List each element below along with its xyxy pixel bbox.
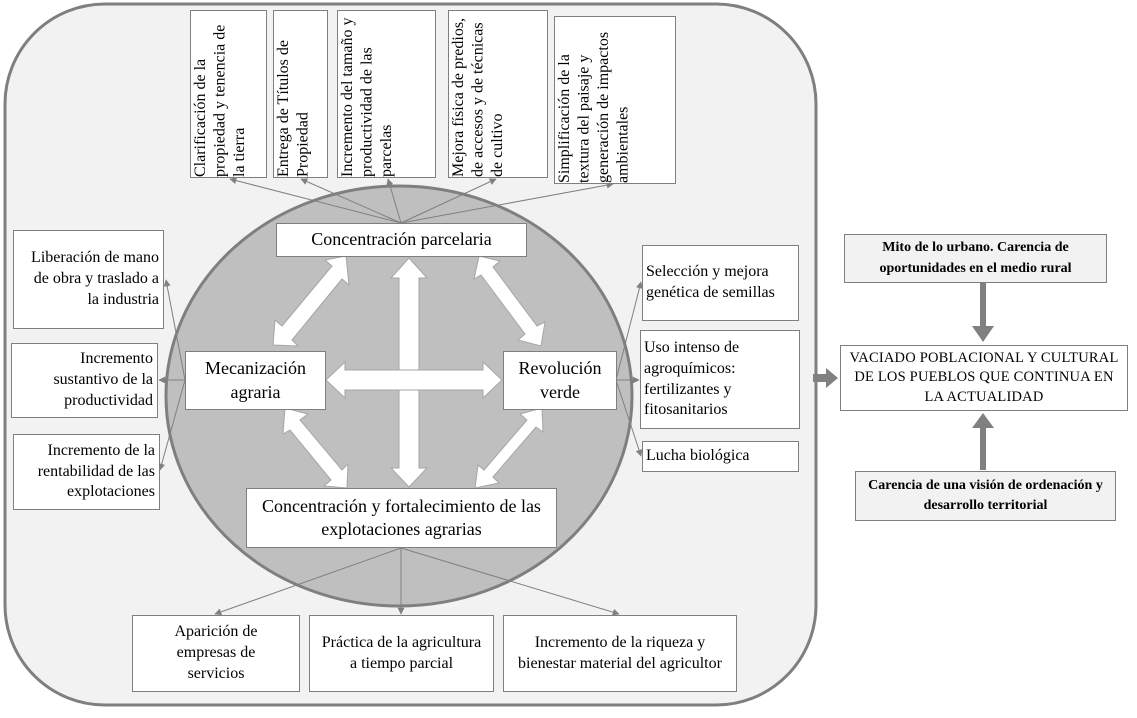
connector-line: [386, 178, 402, 224]
effect-label: Práctica de la agricultura a tiempo parc…: [321, 633, 482, 672]
effect-label: Simplificación de la textura del paisaje…: [556, 31, 632, 183]
connector-line: [300, 178, 402, 224]
bottom-connectors: [214, 547, 620, 616]
effect-label: Incremento del tamaño y productividad de…: [339, 17, 396, 178]
core-box-concentracion-parcelaria: Concentración parcelaria: [276, 223, 527, 257]
connector-line: [400, 181, 614, 224]
connector-line: [163, 279, 186, 381]
effect-box-empresas-servicios: Aparición de empresas de servicios: [132, 615, 300, 692]
cause-box-carencia: Carencia de una visión de ordenación y d…: [855, 471, 1116, 521]
effect-label: Lucha biológica: [646, 447, 750, 465]
core-box-concentracion-explotaciones: Concentración y fortalecimiento de las e…: [246, 488, 557, 548]
effect-label: Aparición de empresas de servicios: [174, 623, 258, 682]
effect-label: Entrega de Títulos de Propiedad: [275, 40, 312, 177]
effect-box-titulos: Entrega de Títulos de Propiedad: [273, 10, 328, 178]
core-label: Concentración parcelaria: [311, 229, 492, 250]
cause-box-mito: Mito de lo urbano. Carencia de oportunid…: [844, 234, 1107, 283]
connector-line: [615, 281, 643, 381]
effect-label: Liberación de mano de obra y traslado a …: [31, 249, 159, 308]
effect-label: Incremento de la riqueza y bienestar mat…: [518, 633, 722, 672]
connector-line: [400, 547, 620, 616]
effect-box-liberacion: Liberación de mano de obra y traslado a …: [13, 230, 164, 329]
cause-label: Carencia de una visión de ordenación y d…: [868, 477, 1103, 513]
effect-label: Clarificación de la propiedad y tenencia…: [192, 24, 249, 177]
mito-to-vaciado-arrow: [972, 283, 994, 342]
effect-box-lucha-biologica: Lucha biológica: [642, 441, 799, 472]
panel-to-outcome-arrow: [813, 368, 838, 388]
connector-line: [229, 177, 402, 224]
effect-label: Uso intenso de agroquímicos: fertilizant…: [644, 338, 740, 419]
cause-label: Mito de lo urbano. Carencia de oportunid…: [879, 240, 1072, 276]
core-box-revolucion-verde: Revolución verde: [503, 351, 617, 410]
effect-box-clarificacion: Clarificación de la propiedad y tenencia…: [190, 10, 267, 178]
core-box-mecanizacion: Mecanización agraria: [185, 351, 326, 410]
outcome-label: VACIADO POBLACIONAL Y CULTURAL DE LOS PU…: [849, 349, 1119, 405]
connector-line: [214, 547, 402, 616]
carencia-to-vaciado-arrow: [972, 413, 994, 470]
connector-line: [158, 379, 186, 471]
core-label: Mecanización agraria: [205, 358, 306, 402]
effect-label: Incremento de la rentabilidad de las exp…: [37, 441, 155, 501]
right-connectors: [615, 281, 643, 457]
effect-label: Mejora física de predios, de accesos y d…: [450, 17, 507, 177]
effect-box-incremento-rentabilidad: Incremento de la rentabilidad de las exp…: [13, 434, 160, 510]
connector-line: [615, 379, 643, 457]
effect-box-simplificacion: Simplificación de la textura del paisaje…: [554, 16, 676, 184]
effect-box-riqueza: Incremento de la riqueza y bienestar mat…: [503, 615, 737, 692]
effect-label: Selección y mejora genética de semillas: [646, 263, 775, 301]
connector-line: [400, 178, 497, 224]
outcome-box-vaciado: VACIADO POBLACIONAL Y CULTURAL DE LOS PU…: [840, 345, 1128, 411]
left-connectors: [158, 279, 186, 471]
effect-box-incremento-tamano: Incremento del tamaño y productividad de…: [337, 10, 436, 178]
effect-box-tiempo-parcial: Práctica de la agricultura a tiempo parc…: [309, 615, 494, 692]
effect-box-mejora-fisica: Mejora física de predios, de accesos y d…: [448, 10, 548, 178]
double-arrow-diagonal: [473, 255, 546, 347]
effect-box-agroquimicos: Uso intenso de agroquímicos: fertilizant…: [640, 330, 800, 429]
core-arrows: [272, 255, 546, 489]
top-connectors: [229, 177, 614, 224]
effect-box-incremento-productividad: Incremento sustantivo de la productivida…: [11, 343, 158, 418]
effect-box-seleccion: Selección y mejora genética de semillas: [642, 245, 799, 321]
core-label: Concentración y fortalecimiento de las e…: [262, 495, 541, 539]
double-arrow-diagonal: [272, 255, 350, 347]
effect-label: Incremento sustantivo de la productivida…: [53, 350, 153, 409]
core-label: Revolución verde: [518, 358, 602, 402]
double-arrow-horizontal: [325, 360, 503, 400]
